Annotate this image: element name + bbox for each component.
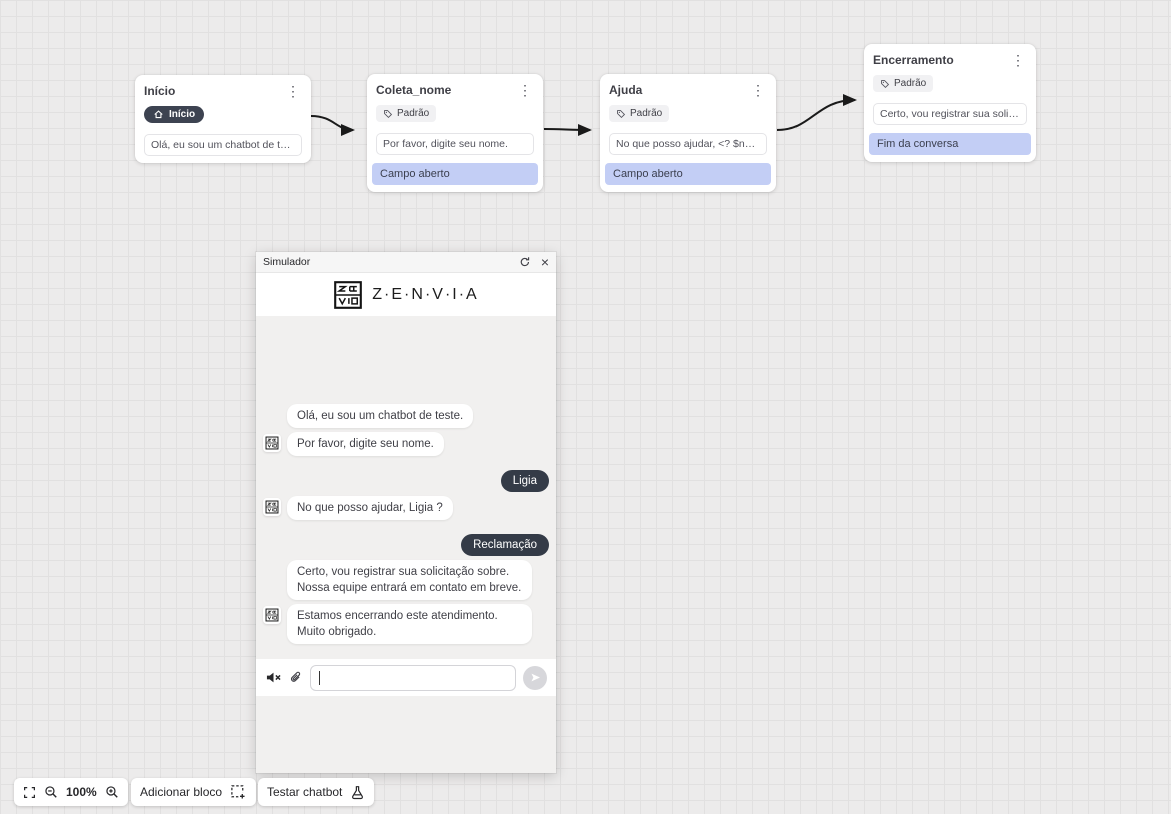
kebab-menu-icon[interactable]: ⋮ — [286, 83, 300, 99]
user-message-bubble: Reclamação — [461, 534, 549, 556]
simulator-window: Simulador × Z·E·N·V·I·A Olá, eu sou um c… — [256, 252, 556, 773]
kebab-menu-icon[interactable]: ⋮ — [518, 82, 532, 98]
node-type-tag: Padrão — [376, 105, 437, 122]
kebab-menu-icon[interactable]: ⋮ — [751, 82, 765, 98]
flask-icon — [352, 785, 364, 799]
node-title: Encerramento — [873, 53, 954, 67]
bot-avatar — [263, 434, 281, 452]
add-block-icon — [231, 784, 247, 800]
node-header: Ajuda ⋮ — [609, 83, 767, 97]
start-badge: Início — [144, 106, 205, 123]
flow-node-inicio[interactable]: Início ⋮ Início Olá, eu sou um chatbot d… — [135, 75, 311, 163]
send-message-button[interactable] — [523, 665, 547, 690]
node-message[interactable]: Olá, eu sou um chatbot de teste. — [144, 134, 302, 156]
node-title: Coleta_nome — [376, 83, 452, 97]
chat-input-bar — [256, 659, 556, 696]
zoom-level[interactable]: 100% — [66, 785, 97, 799]
chat-message-row: Reclamação — [263, 534, 549, 556]
fullscreen-icon — [24, 786, 35, 798]
open-field-footer[interactable]: Campo aberto — [372, 162, 538, 185]
chat-message-row: Olá, eu sou um chatbot de teste. — [263, 404, 549, 428]
bot-message-bubble: Olá, eu sou um chatbot de teste. — [287, 404, 474, 428]
bot-message-bubble: No que posso ajudar, Ligia ? — [287, 496, 453, 520]
send-icon — [530, 673, 540, 682]
chat-message-row: Por favor, digite seu nome. — [263, 432, 549, 456]
brand-name: Z·E·N·V·I·A — [372, 285, 479, 303]
zenvia-avatar-icon — [265, 436, 279, 450]
simulator-titlebar[interactable]: Simulador × — [256, 252, 556, 273]
home-icon — [154, 110, 163, 119]
simulator-footer-area — [256, 696, 556, 773]
bot-message-bubble: Estamos encerrando este atendimento. Mui… — [287, 604, 532, 644]
node-type-label: Padrão — [630, 108, 663, 119]
node-type-tag: Padrão — [609, 105, 670, 122]
speaker-mute-icon — [266, 672, 281, 683]
end-conversation-footer[interactable]: Fim da conversa — [869, 132, 1031, 155]
chat-message-row: Estamos encerrando este atendimento. Mui… — [263, 604, 549, 644]
node-type-label: Padrão — [397, 108, 430, 119]
text-cursor — [319, 670, 320, 685]
start-badge-label: Início — [169, 109, 196, 120]
chat-message-row: Ligia — [263, 470, 549, 492]
bot-message-bubble: Por favor, digite seu nome. — [287, 432, 444, 456]
zenvia-logo-icon — [333, 280, 363, 310]
flow-node-coleta-nome[interactable]: Coleta_nome ⋮ Padrão Por favor, digite s… — [367, 74, 543, 192]
zoom-controls: 100% — [14, 778, 128, 806]
node-message[interactable]: Por favor, digite seu nome. — [376, 132, 534, 155]
restart-simulator-button[interactable] — [519, 256, 531, 268]
node-header: Encerramento ⋮ — [873, 53, 1027, 67]
node-type-tag: Padrão — [873, 75, 934, 92]
zenvia-avatar-icon — [265, 608, 279, 622]
bot-avatar — [263, 498, 281, 516]
node-message[interactable]: No que posso ajudar, <? $name ... — [609, 132, 767, 155]
node-title: Início — [144, 84, 176, 98]
add-block-label: Adicionar bloco — [140, 785, 223, 799]
flow-node-ajuda[interactable]: Ajuda ⋮ Padrão No que posso ajudar, <? $… — [600, 74, 776, 192]
simulator-title: Simulador — [263, 256, 311, 268]
tag-icon — [881, 79, 890, 88]
message-input[interactable] — [310, 664, 516, 691]
tag-icon — [617, 109, 626, 118]
zoom-in-icon — [106, 786, 118, 798]
node-title: Ajuda — [609, 83, 643, 97]
zoom-out-button[interactable] — [44, 785, 58, 799]
brand-header: Z·E·N·V·I·A — [256, 273, 556, 316]
tag-icon — [384, 109, 393, 118]
user-message-bubble: Ligia — [500, 470, 549, 492]
open-field-footer[interactable]: Campo aberto — [605, 162, 771, 185]
chat-message-row: Certo, vou registrar sua solicitação sob… — [263, 560, 549, 600]
refresh-icon — [520, 257, 529, 267]
close-icon: × — [540, 254, 549, 270]
test-chatbot-button[interactable]: Testar chatbot — [258, 778, 375, 806]
zoom-out-icon — [45, 786, 57, 798]
zenvia-avatar-icon — [265, 500, 279, 514]
add-block-button[interactable]: Adicionar bloco — [131, 778, 257, 806]
kebab-menu-icon[interactable]: ⋮ — [1011, 52, 1025, 68]
fit-view-button[interactable] — [23, 786, 36, 799]
close-simulator-button[interactable]: × — [541, 255, 549, 269]
test-chatbot-label: Testar chatbot — [267, 785, 343, 799]
bot-message-bubble: Certo, vou registrar sua solicitação sob… — [287, 560, 532, 600]
attach-file-button[interactable] — [289, 670, 303, 685]
node-header: Início ⋮ — [144, 84, 302, 98]
node-type-label: Padrão — [894, 78, 927, 89]
chat-transcript: Olá, eu sou um chatbot de teste. Por fav… — [256, 316, 556, 659]
flow-node-encerramento[interactable]: Encerramento ⋮ Padrão Certo, vou registr… — [864, 44, 1036, 162]
node-header: Coleta_nome ⋮ — [376, 83, 534, 97]
chat-message-row: No que posso ajudar, Ligia ? — [263, 496, 549, 520]
paperclip-icon — [290, 671, 301, 682]
zoom-in-button[interactable] — [105, 785, 119, 799]
node-message[interactable]: Certo, vou registrar sua solicitaç... — [873, 102, 1027, 125]
mute-sound-button[interactable] — [265, 670, 282, 685]
bot-avatar — [263, 606, 281, 624]
